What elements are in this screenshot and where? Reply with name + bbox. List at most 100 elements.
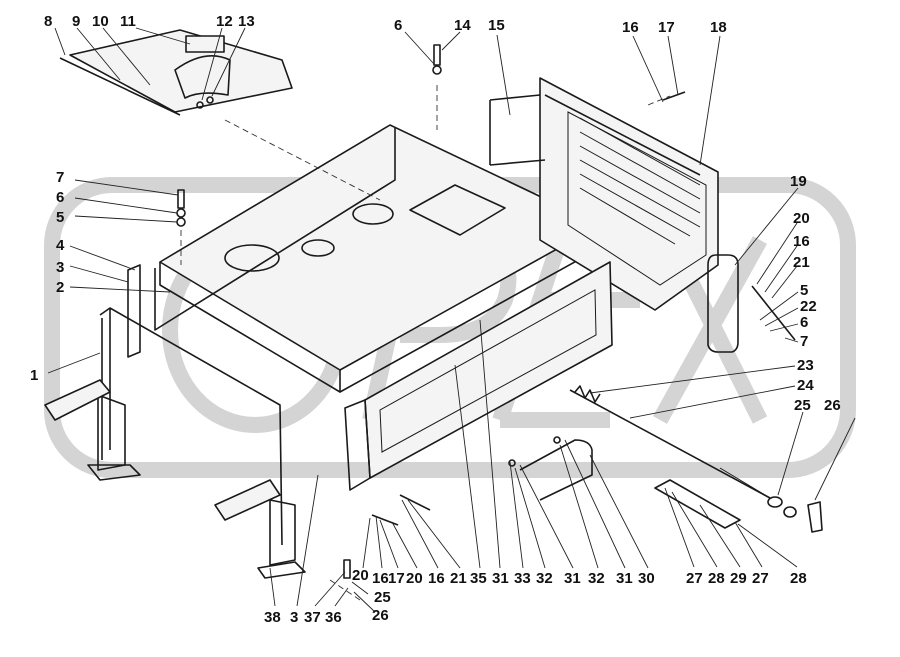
callout-17-top: 17 (658, 19, 675, 36)
leader-23 (589, 365, 796, 394)
callout-11: 11 (120, 13, 136, 30)
callout-14: 14 (454, 17, 471, 34)
hatch-seal-strip (59, 57, 181, 116)
callout-19: 19 (790, 173, 807, 190)
step-right (214, 479, 281, 521)
leader-19 (734, 187, 799, 266)
leader-20-bottom-left (362, 517, 371, 569)
axis-hatch (224, 119, 381, 201)
callout-6-left: 6 (56, 189, 64, 206)
rear-screen (489, 77, 719, 311)
leader-15 (496, 34, 511, 116)
front-guard-frame (44, 307, 306, 579)
leader-26-right (814, 417, 856, 501)
side-wall-right-recess (379, 289, 597, 453)
callout-16-bottom-left: 16 (372, 570, 389, 587)
washer-5-left (176, 217, 186, 227)
screen-mesh (567, 111, 707, 286)
leader-18 (699, 35, 721, 166)
leader-7-right (784, 337, 799, 343)
callout-2: 2 (56, 279, 64, 296)
callout-6-right: 6 (800, 314, 808, 331)
callout-32-right: 32 (588, 570, 605, 587)
leader-20-right (756, 222, 798, 285)
callout-18: 18 (710, 19, 727, 36)
leader-13 (211, 27, 246, 97)
leader-12 (201, 27, 223, 101)
side-wall-left-strip (127, 264, 141, 358)
callout-6-top: 6 (394, 17, 402, 34)
assembly-axes (180, 85, 671, 601)
callout-35: 35 (470, 570, 487, 587)
callout-31-mid: 31 (564, 570, 581, 587)
handle-bolt (508, 459, 516, 467)
callout-9: 9 (72, 13, 80, 30)
callout-33: 33 (514, 570, 531, 587)
callout-25-right: 25 (794, 397, 811, 414)
leader-6-top (404, 31, 435, 65)
support-bracket (654, 479, 741, 529)
callout-3-bottom: 3 (290, 609, 298, 626)
leader-27-left (664, 487, 695, 568)
callout-20-bottom-left: 20 (352, 567, 369, 584)
hatch-cover-assembly (59, 29, 293, 116)
step-left (44, 379, 111, 421)
leader-31-right (564, 439, 626, 569)
leader-17-bottom (379, 519, 399, 569)
leader-6-right (769, 323, 799, 332)
hatch-handle-block (185, 35, 225, 53)
callout-37: 37 (304, 609, 321, 626)
callout-16-bottom-right: 16 (428, 570, 445, 587)
side-wall-left (154, 128, 396, 331)
callout-13: 13 (238, 13, 255, 30)
hatch-hinge (174, 54, 231, 99)
screen-frame (539, 77, 719, 311)
leader-lines (47, 27, 856, 613)
side-walls (127, 128, 613, 491)
bolt-7-left (177, 189, 185, 209)
leader-16-right (764, 245, 798, 293)
leader-3-bottom (296, 474, 319, 607)
callout-30: 30 (638, 570, 655, 587)
leader-20-bottom-right (391, 521, 418, 569)
callout-29: 29 (730, 570, 747, 587)
screen-mesh-rows (579, 117, 701, 245)
leader-29 (699, 504, 741, 568)
leader-31-left (479, 319, 501, 569)
leader-7-left (74, 179, 179, 196)
floor-hole-small (301, 239, 335, 257)
callout-16-top: 16 (622, 19, 639, 36)
right-bolt-stack (751, 285, 796, 341)
callout-20-right: 20 (793, 210, 810, 227)
callout-36: 36 (325, 609, 342, 626)
bolt-37 (343, 559, 351, 579)
callout-20-bottom-right: 20 (406, 570, 423, 587)
leader-4 (69, 245, 136, 271)
leader-9 (76, 27, 121, 81)
callout-26-right: 26 (824, 397, 841, 414)
leader-28-right (737, 523, 798, 568)
callout-27-left: 27 (686, 570, 703, 587)
leader-22 (764, 307, 799, 327)
callout-7-right: 7 (800, 333, 808, 350)
callout-5-right: 5 (800, 282, 808, 299)
leader-28-left (671, 491, 718, 568)
leader-16-bottom-right (401, 499, 439, 569)
callout-15: 15 (488, 17, 505, 34)
guard-post-right (269, 499, 296, 566)
leader-10 (102, 27, 151, 86)
hatch-cover-plate (69, 29, 293, 113)
door-handle (519, 439, 593, 501)
leader-30 (589, 454, 649, 569)
callout-31-right: 31 (616, 570, 633, 587)
callout-28-right: 28 (790, 570, 807, 587)
hatch-bolt (196, 101, 204, 109)
leader-32-right (559, 444, 599, 569)
callout-26-bottom: 26 (372, 607, 389, 624)
bolt-14 (433, 44, 441, 66)
rail-loop (707, 254, 739, 353)
leader-6-left (74, 197, 178, 214)
callout-22: 22 (800, 298, 817, 315)
